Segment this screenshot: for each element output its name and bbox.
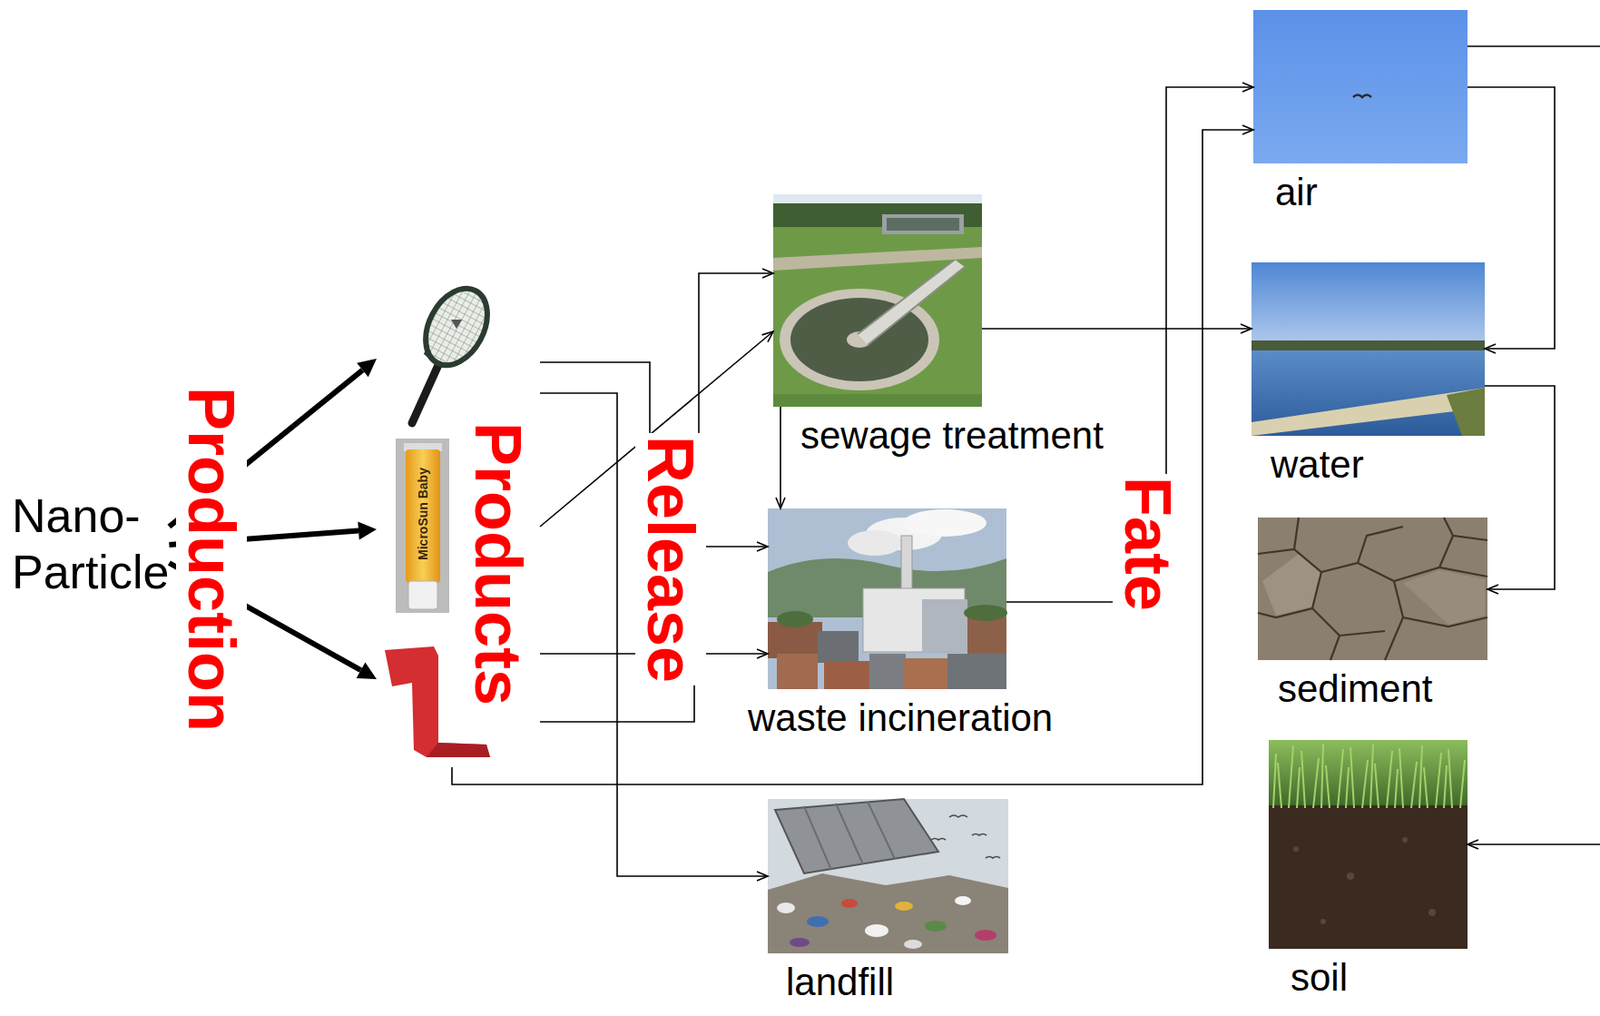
tube-cap [408, 580, 438, 609]
sediment-photo [1257, 517, 1488, 660]
basin-water [886, 217, 960, 231]
trees [963, 604, 1008, 621]
photo-caption: soil [1290, 955, 1348, 1000]
product-group: Products [376, 290, 540, 767]
soil-speck [1293, 845, 1299, 852]
house [776, 653, 818, 689]
text-node: Nano- Particle [11, 487, 169, 601]
waste-item [864, 923, 889, 937]
grass [773, 194, 982, 407]
photo-node: landfill [767, 798, 1009, 953]
waste-item [841, 898, 858, 908]
sky [767, 798, 1009, 953]
house [947, 653, 1007, 689]
truck-ribs [804, 801, 895, 870]
bridge [857, 259, 965, 345]
basin [882, 214, 964, 235]
flow-arrow [1484, 385, 1555, 589]
soil-speck [1346, 872, 1355, 880]
photo-caption: landfill [785, 960, 894, 1004]
flow-arrow [1467, 46, 1600, 845]
photo-node: air [1253, 9, 1468, 164]
landfill-photo [767, 798, 1009, 953]
incineration-photo [767, 508, 1008, 689]
house [967, 617, 1007, 654]
waste-item [789, 937, 810, 947]
stage-label: Fate [1112, 473, 1184, 614]
cream-tube [395, 438, 450, 613]
waste-item [924, 920, 947, 932]
tennis-racket [412, 277, 501, 423]
soil-photo [1268, 739, 1468, 949]
waste-item [903, 939, 923, 949]
soil [1268, 739, 1468, 949]
sewage-photo [773, 194, 982, 407]
photo-node: sewage treatment [773, 194, 982, 407]
node-text: Nano- Particle [11, 487, 169, 601]
flow-arrow [981, 327, 1252, 330]
stage-label: Production [176, 383, 247, 735]
tube-photo-ground [395, 438, 450, 613]
photo-node: soil [1268, 739, 1468, 949]
photo-caption: sewage treatment [800, 413, 1104, 458]
soil-speck [1402, 836, 1408, 843]
photo-node: sediment [1257, 517, 1488, 660]
tube-body [405, 449, 441, 583]
flow-arrow [1467, 87, 1555, 349]
red-part-shade [426, 742, 491, 757]
water-photo [1251, 262, 1485, 436]
waste-item [776, 902, 796, 913]
lake [1251, 350, 1485, 436]
house [824, 660, 870, 689]
house [869, 653, 906, 689]
waste-item [954, 895, 972, 905]
truck-body [775, 798, 939, 874]
sky [767, 508, 1007, 689]
racket-handle [412, 364, 439, 423]
stage-label: Release [635, 432, 707, 686]
foreground-grass [773, 393, 982, 407]
soil-speck [1428, 908, 1436, 916]
house [903, 657, 948, 689]
smoke [903, 509, 987, 537]
racket-logo [451, 319, 462, 329]
photo-node: water [1251, 262, 1485, 436]
photo-caption: sediment [1277, 667, 1433, 711]
grass-blades [1273, 743, 1465, 808]
group-heading: Products [462, 419, 534, 708]
far-shore [1251, 340, 1485, 352]
flow-arrow [451, 129, 1254, 785]
sky [1253, 9, 1468, 164]
connector-group [168, 46, 1600, 876]
dry-ground [1257, 517, 1488, 660]
plant-hall [922, 598, 968, 652]
waste-item [974, 929, 997, 941]
brand-text: MicroSun Baby [413, 464, 432, 563]
photo-caption: water [1270, 442, 1365, 487]
grass [1446, 387, 1485, 436]
photo-caption: air [1275, 170, 1318, 215]
bridge-rail [857, 259, 965, 345]
ground-patch [1403, 569, 1485, 625]
sky [1251, 262, 1485, 349]
waste-item [894, 901, 913, 911]
gulls [931, 814, 1001, 858]
cracks [1257, 517, 1488, 660]
flow-arrow [779, 406, 782, 509]
flow-arrow [539, 392, 768, 876]
house [817, 630, 859, 663]
smoke [847, 530, 903, 556]
waste-pile [767, 873, 1009, 953]
photo-caption: waste incineration [747, 696, 1053, 740]
waste-item [806, 915, 829, 927]
bird [1353, 95, 1372, 99]
photo-node: waste incineration [767, 508, 1007, 689]
racket-head [412, 277, 500, 376]
soil-speck [1320, 918, 1326, 924]
trees [776, 610, 814, 628]
air-photo [1253, 9, 1468, 164]
beach [1251, 387, 1485, 436]
